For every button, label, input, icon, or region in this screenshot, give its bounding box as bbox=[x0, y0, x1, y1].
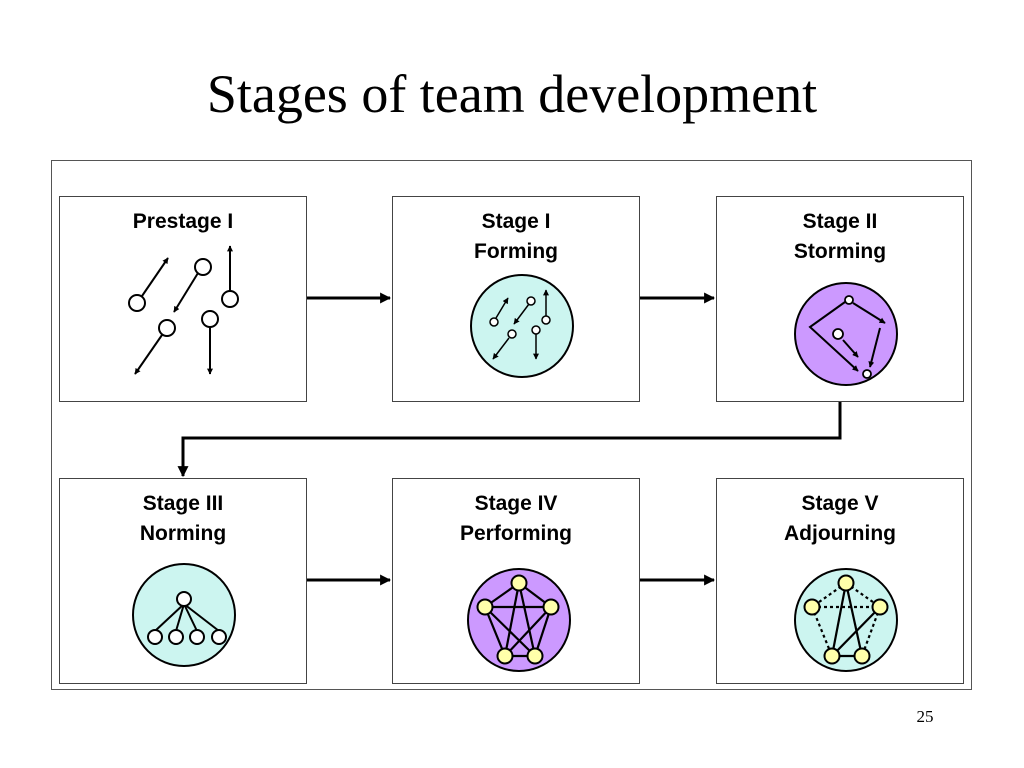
stage-label: Prestage I bbox=[60, 207, 306, 237]
stage-label: Stage I Forming bbox=[393, 207, 639, 267]
slide-number: 25 bbox=[916, 707, 934, 726]
slide-title: Stages of team development bbox=[206, 64, 818, 124]
stage-label: Stage V Adjourning bbox=[717, 489, 963, 549]
stage-label-line1: Stage II bbox=[802, 210, 878, 233]
stage-label-line2: Forming bbox=[474, 240, 558, 263]
stage-label-line2: Performing bbox=[459, 522, 572, 545]
stage-label-line1: Stage I bbox=[481, 210, 551, 233]
stage-label-line2: Norming bbox=[139, 522, 227, 545]
arrow-storming-to-norming bbox=[177, 402, 842, 478]
stage-label-line1: Prestage I bbox=[132, 210, 234, 233]
stage-label-line1: Stage IV bbox=[474, 492, 558, 515]
scattered-individuals-icon bbox=[128, 245, 239, 375]
flow-connectors bbox=[177, 292, 842, 586]
stage-label-line2: Adjourning bbox=[784, 522, 896, 545]
stage-label: Stage III Norming bbox=[60, 489, 306, 549]
stage-label: Stage IV Performing bbox=[393, 489, 639, 549]
forming-icon bbox=[470, 274, 574, 378]
performing-icon bbox=[467, 568, 571, 672]
adjourning-icon bbox=[794, 568, 898, 672]
stage-label: Stage II Storming bbox=[717, 207, 963, 267]
storming-icon bbox=[794, 282, 898, 386]
stage-label-line2: Storming bbox=[793, 240, 887, 263]
diagram-frame bbox=[51, 160, 972, 690]
stage-label-line1: Stage V bbox=[801, 492, 879, 515]
norming-icon bbox=[132, 563, 236, 667]
stage-label-line1: Stage III bbox=[142, 492, 224, 515]
